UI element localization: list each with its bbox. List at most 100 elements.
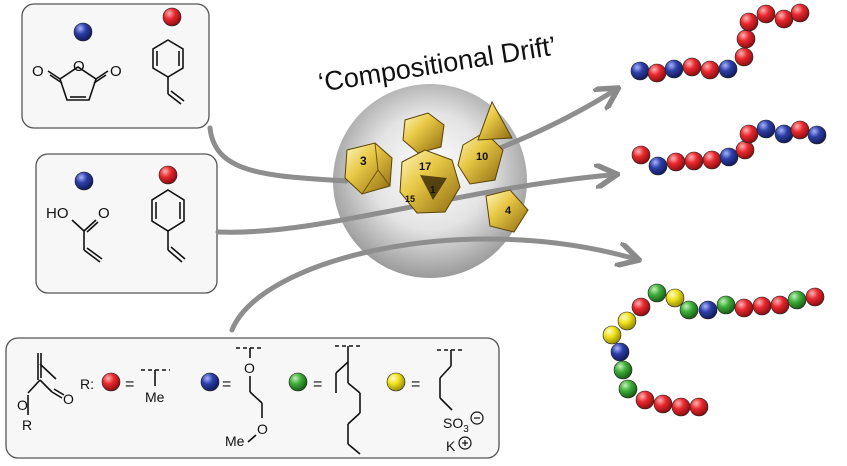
die-number-10: 10 <box>476 151 488 163</box>
chain-3-bead <box>716 295 736 315</box>
styrene-structure-2 <box>151 189 186 263</box>
die-d4-top <box>477 100 513 141</box>
chain-3-bead <box>617 311 637 331</box>
die-number-1: 1 <box>430 185 436 196</box>
monomer-panel-2 <box>35 153 218 294</box>
chain-2-bead <box>719 147 739 167</box>
chain-2-bead <box>684 151 704 171</box>
flow-curve-bottom <box>229 236 632 333</box>
flow-curve-middle <box>215 175 610 235</box>
sulfopropyl-group-structure <box>437 349 465 411</box>
chain-1-bead <box>736 29 756 49</box>
ester-o-label: O <box>17 397 28 413</box>
chain-1-bead <box>700 60 720 80</box>
legend-bead-red-0-1 <box>162 7 182 27</box>
ethylhexyl-group-structure <box>335 345 362 455</box>
chain-2-bead <box>774 124 794 144</box>
styrene-structure-1 <box>152 39 185 105</box>
acrylic-ho-label: HO <box>46 205 69 222</box>
chain-3-bead <box>635 390 655 410</box>
r-group-label: R <box>22 417 32 433</box>
me-group-structure <box>141 369 170 386</box>
chain-2-bead <box>666 152 686 172</box>
legend-bead-red-1-1 <box>158 165 178 185</box>
dice-group: 3 17 1 15 10 4 <box>344 100 529 233</box>
chain-2-bead <box>648 156 668 176</box>
acrylic-acid-structure <box>71 219 103 263</box>
chain-3-bead <box>671 397 691 417</box>
so3-subscript: 3 <box>463 424 469 435</box>
chain-3-bead <box>734 298 754 318</box>
anhydride-o-right: O <box>110 63 122 80</box>
methoxy-me: Me <box>225 433 245 449</box>
legend-bead-blue-0-0 <box>73 22 93 42</box>
die-d4-bottom: 4 <box>485 189 529 233</box>
maleic-anhydride-structure <box>47 66 109 101</box>
legend-beads <box>73 7 406 392</box>
chain-2-bead <box>735 140 755 160</box>
chain-3-bead <box>618 379 638 399</box>
k-label: K <box>446 438 456 454</box>
equals-sign-1: = <box>125 376 134 393</box>
chain-1-bead <box>739 12 759 32</box>
chain-1-bead <box>774 9 794 29</box>
chain-1-bead <box>682 57 702 77</box>
legend-bead-blue-1-0 <box>74 171 94 191</box>
chain-3-bead <box>610 342 630 362</box>
die-d20: 17 1 15 <box>399 149 461 214</box>
acrylic-carbonyl-o: O <box>98 205 110 222</box>
die-d12-top <box>402 112 445 154</box>
me-group-label: Me <box>145 389 165 405</box>
chain-1-bead <box>718 59 738 79</box>
chain-3-bead <box>602 325 622 345</box>
methacrylate-structure <box>27 353 65 415</box>
chain-1-bead <box>647 63 667 83</box>
chain-3-bead <box>787 290 807 310</box>
die-number-3: 3 <box>360 154 367 168</box>
legend-bead-blue-2-1 <box>200 372 220 392</box>
chain-3-bead <box>665 288 685 308</box>
chain-3-bead <box>689 397 709 417</box>
chain-3-bead <box>653 394 673 414</box>
carbonyl-o-label: O <box>63 391 74 407</box>
chain-3-bead <box>698 300 718 320</box>
flow-curve-top <box>207 125 349 184</box>
die-number-17: 17 <box>419 161 431 173</box>
die-d6: 3 <box>344 142 393 195</box>
legend-bead-yellow-2-3 <box>386 372 406 392</box>
k-charge-circle <box>458 436 472 450</box>
flow-curve-upper-exit <box>497 92 612 151</box>
chain-1-bead <box>630 61 650 81</box>
so3-charge-circle <box>470 411 484 425</box>
chain-3-bead <box>805 287 825 307</box>
chain-1-bead <box>734 47 754 67</box>
equals-sign-2: = <box>222 376 231 393</box>
methoxy-o2: O <box>257 421 268 437</box>
die-number-15: 15 <box>405 194 415 204</box>
methoxyethyl-group-structure <box>236 347 264 443</box>
chain-2-bead <box>739 124 759 144</box>
so3-main: SO <box>443 415 463 431</box>
polymer-chains <box>602 3 827 417</box>
chain-2-bead <box>790 120 810 140</box>
chain-1-bead <box>790 3 810 23</box>
r-prefix-label: R: <box>80 376 94 392</box>
methoxy-o1: O <box>244 360 255 376</box>
chain-2-bead <box>631 145 651 165</box>
chain-3-bead <box>631 297 651 317</box>
so3-label: SO3 <box>443 415 469 435</box>
anhydride-o-left: O <box>32 63 44 80</box>
die-number-4: 4 <box>505 205 512 217</box>
chain-2-bead <box>756 119 776 139</box>
equals-sign-3: = <box>313 376 322 393</box>
chain-2-bead <box>702 150 722 170</box>
chain-3-bead <box>752 296 772 316</box>
methacrylate-panel <box>5 337 500 459</box>
chain-1-bead <box>756 4 776 24</box>
flow-arrows <box>207 92 632 333</box>
chain-2-bead <box>807 125 827 145</box>
chain-3-bead <box>647 283 667 303</box>
legend-bead-green-2-2 <box>288 372 308 392</box>
legend-bead-red-2-0 <box>101 372 121 392</box>
equals-sign-4: = <box>411 376 420 393</box>
